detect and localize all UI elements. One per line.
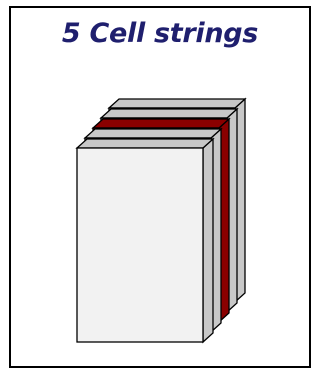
cell-front — [76, 147, 204, 343]
cell — [75, 137, 215, 344]
cell-side — [202, 137, 214, 344]
diagram-title: 5 Cell strings — [61, 18, 259, 49]
cell-top — [83, 128, 223, 139]
cell-top — [99, 108, 239, 119]
cell-top — [75, 138, 215, 149]
cell-top — [107, 98, 247, 109]
cell-top — [91, 118, 231, 129]
